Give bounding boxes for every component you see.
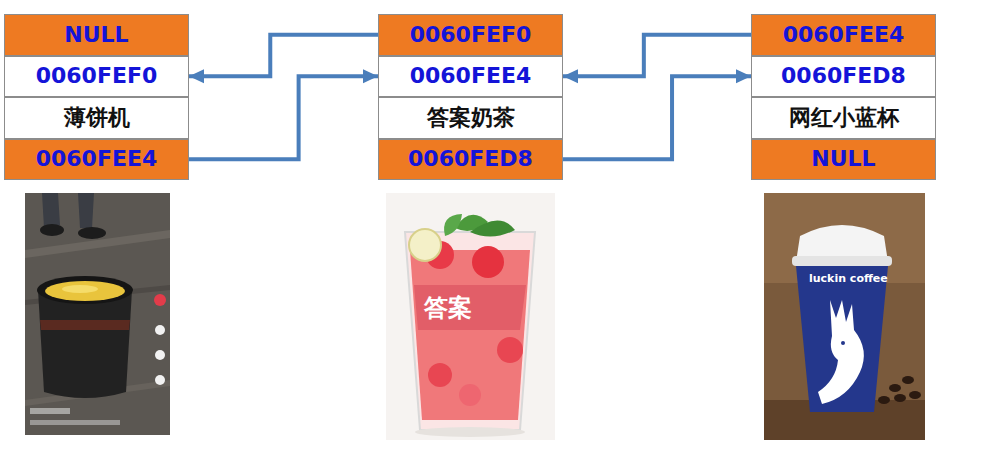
address-cell: 0060FED8: [751, 56, 936, 98]
cell-text: 0060FED8: [781, 63, 906, 89]
address-cell: 0060FEF0: [4, 56, 189, 98]
data-cell: 网红小蓝杯: [751, 97, 936, 139]
cell-text: 0060FEE4: [783, 22, 905, 48]
cup-brand-text: luckin coffee: [809, 272, 888, 285]
address-cell: 0060FEE4: [378, 56, 563, 98]
pointer-arrow: [189, 76, 378, 159]
cell-text: NULL: [64, 22, 128, 48]
cell-text: NULL: [811, 146, 875, 172]
prev-pointer-cell: 0060FEE4: [751, 14, 936, 56]
cell-text: 答案奶茶: [427, 105, 515, 131]
prev-pointer-cell: NULL: [4, 14, 189, 56]
cup-brand-text: 答案: [424, 292, 472, 324]
pointer-arrow: [563, 35, 751, 77]
pointer-arrow: [189, 35, 378, 77]
next-pointer-cell: NULL: [751, 139, 936, 181]
next-pointer-cell: 0060FED8: [378, 139, 563, 181]
pot-photo: [25, 193, 170, 435]
cell-text: 0060FEF0: [36, 63, 158, 89]
drink-photo: [386, 193, 555, 440]
cell-text: 薄饼机: [64, 105, 130, 131]
data-cell: 答案奶茶: [378, 97, 563, 139]
cell-text: 网红小蓝杯: [789, 105, 899, 131]
cell-text: 0060FEF0: [410, 22, 532, 48]
cell-text: 0060FEE4: [410, 63, 532, 89]
pointer-arrow: [563, 76, 751, 159]
prev-pointer-cell: 0060FEF0: [378, 14, 563, 56]
coffee-photo: [764, 193, 925, 440]
cell-text: 0060FEE4: [36, 146, 158, 172]
cell-text: 0060FED8: [408, 146, 533, 172]
next-pointer-cell: 0060FEE4: [4, 139, 189, 181]
data-cell: 薄饼机: [4, 97, 189, 139]
